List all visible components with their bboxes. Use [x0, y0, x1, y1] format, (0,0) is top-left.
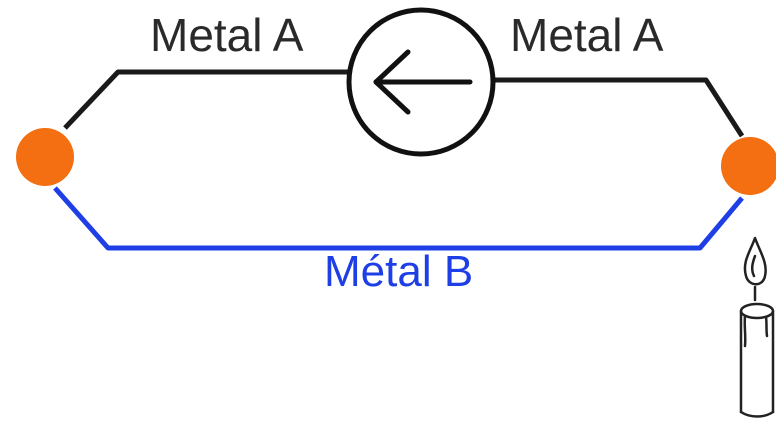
metal-b-wire — [53, 186, 744, 251]
junction-left — [16, 128, 74, 186]
metal-a-wire — [63, 69, 348, 130]
metal-a-label-right: Metal A — [510, 9, 664, 61]
metal-b-label: Métal B — [324, 247, 474, 296]
arrow-left-icon — [373, 49, 473, 115]
junction-right — [721, 137, 776, 195]
metal-a-label-left: Metal A — [150, 9, 304, 61]
metal-a-wire-right — [494, 77, 745, 138]
current-meter-icon — [346, 7, 496, 157]
candle-icon — [739, 236, 775, 418]
